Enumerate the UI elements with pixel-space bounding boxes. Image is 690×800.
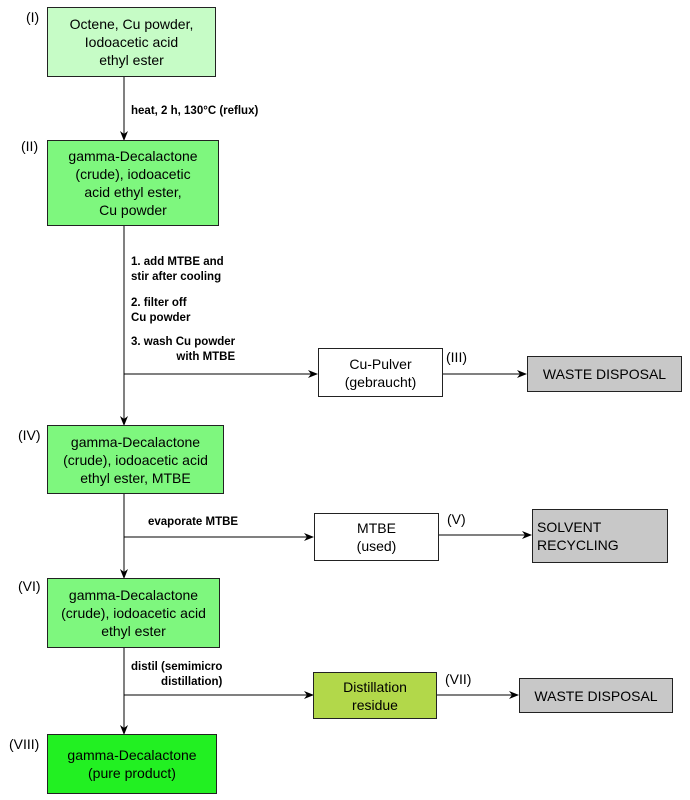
node-crude-with-mtbe: gamma-Decalactone (crude), iodoacetic ac…: [47, 425, 224, 494]
node-pure-product: gamma-Decalactone (pure product): [47, 734, 217, 794]
dest-waste-disposal-2: WASTE DISPOSAL: [519, 678, 673, 713]
step-filter: 2. filter off Cu powder: [131, 297, 191, 324]
node-number-i: (I): [26, 9, 40, 25]
dest-solvent-recycling: SOLVENT RECYCLING: [532, 509, 668, 563]
node-octene-start: Octene, Cu powder, Iodoacetic acid ethyl…: [47, 7, 216, 77]
node-crude-lactone: gamma-Decalactone (crude), iodoacetic ac…: [47, 578, 220, 648]
node-mtbe-used: MTBE (used): [314, 513, 439, 561]
node-number-iv: (IV): [18, 427, 41, 443]
step-heat: heat, 2 h, 130°C (reflux): [131, 105, 259, 117]
node-number-viii: (VIII): [9, 736, 40, 752]
dest-waste-disposal-1: WASTE DISPOSAL: [527, 356, 682, 392]
node-number-iii: (III): [446, 349, 467, 365]
step-evaporate: evaporate MTBE: [148, 516, 239, 528]
node-crude-with-cu: gamma-Decalactone (crude), iodoacetic ac…: [47, 140, 219, 226]
node-number-ii: (II): [21, 138, 39, 154]
step-wash: 3. wash Cu powder with MTBE: [131, 336, 236, 363]
step-distil: distil (semimicro distillation): [131, 661, 223, 688]
node-distillation-residue: Distillation residue: [313, 672, 437, 719]
node-number-vi: (VI): [18, 578, 41, 594]
node-number-vii: (VII): [445, 671, 472, 687]
step-add-mtbe: 1. add MTBE and stir after cooling: [131, 256, 224, 283]
node-number-v: (V): [447, 511, 466, 527]
node-cu-pulver: Cu-Pulver (gebraucht): [318, 348, 443, 397]
